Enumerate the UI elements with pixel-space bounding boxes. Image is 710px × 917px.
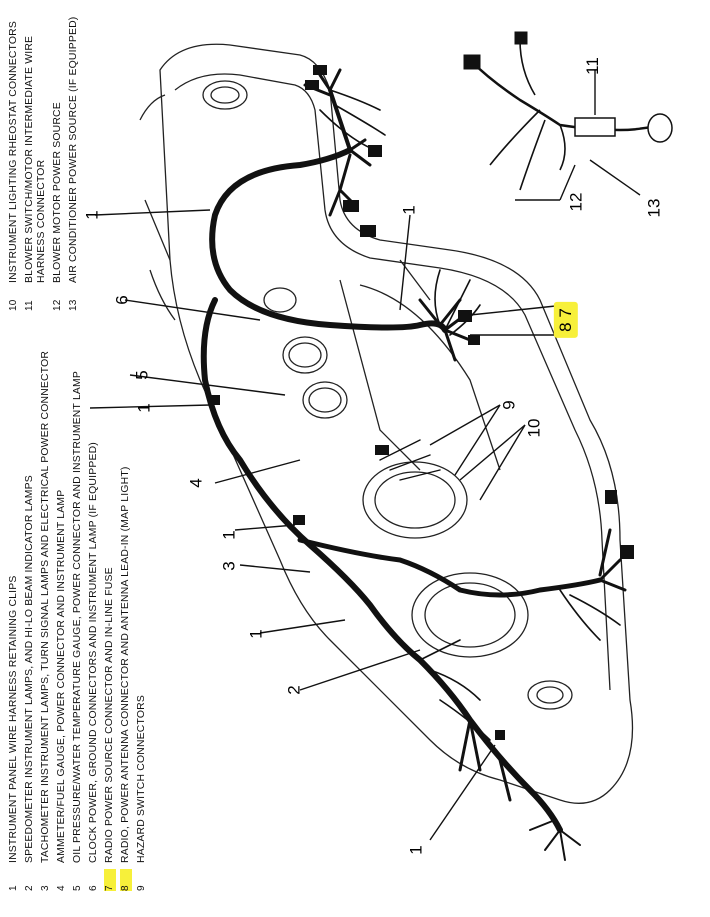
connector [293,515,305,525]
connector [458,310,472,322]
connector [368,145,382,157]
connector [605,490,617,504]
gauge-clock [282,336,328,374]
connector [620,545,634,559]
vent-top [202,80,248,110]
leader-lines [89,70,641,841]
gauge-speedometer [411,572,529,658]
connector [343,200,359,212]
connector [375,445,389,455]
connector [360,225,376,237]
blower-harness [463,31,673,191]
connector [313,65,327,75]
vent-bottom [527,680,573,710]
connector [210,395,220,405]
connector [495,730,505,740]
connectors [210,65,634,740]
connector [305,80,319,90]
gauge-oil [302,381,348,419]
gauge-tachometer [362,461,468,539]
panel-inner-edge [174,73,611,691]
connector [468,335,480,345]
